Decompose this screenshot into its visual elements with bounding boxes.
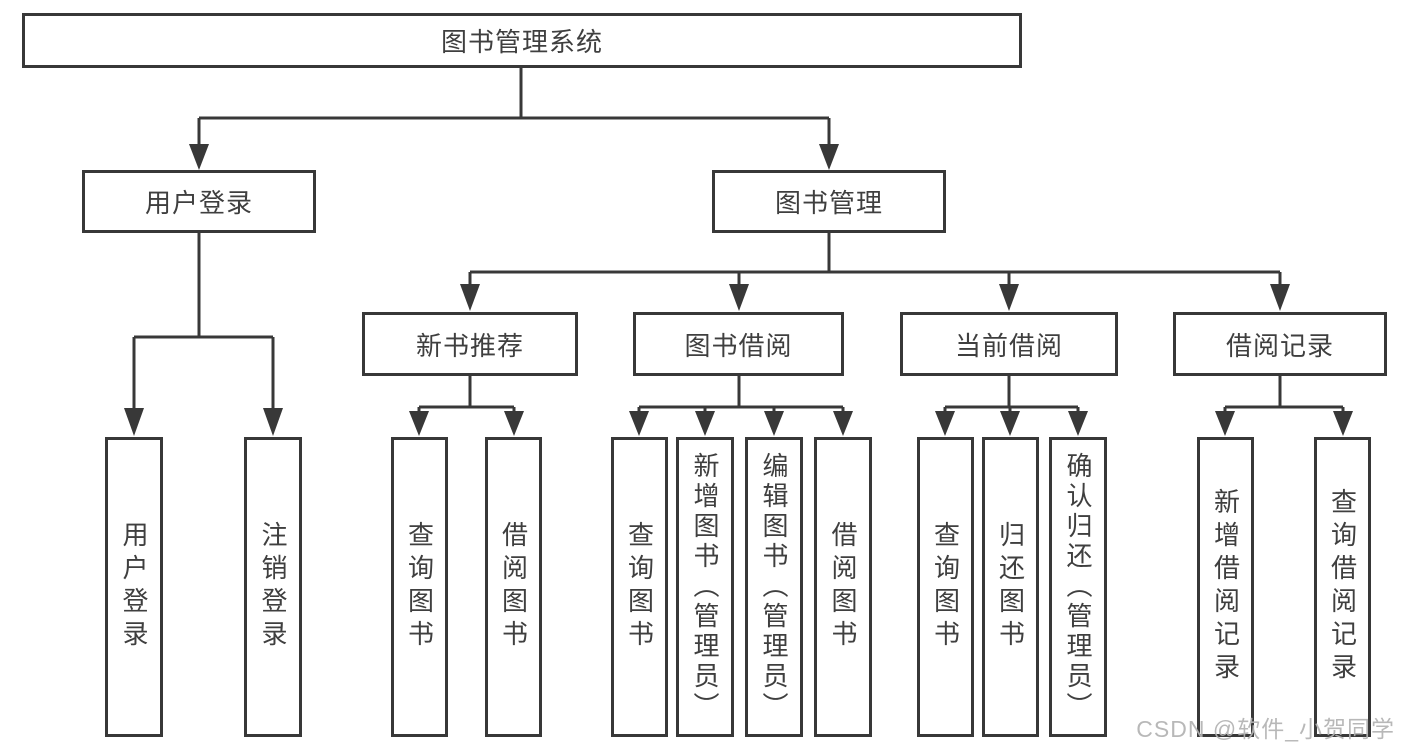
leaf-label: 查询图书	[930, 521, 961, 653]
node-current-borrow: 当前借阅	[900, 312, 1118, 376]
arrowhead-group	[124, 144, 1353, 436]
leaf-label: 借阅图书	[498, 521, 529, 653]
leaf-label: 查询借阅记录	[1327, 488, 1358, 686]
leaf-borrow-books-1: 借阅图书	[485, 437, 542, 737]
leaf-label: 借阅图书	[828, 521, 858, 653]
node-book-borrow: 图书借阅	[633, 312, 844, 376]
csdn-watermark: CSDN @软件_小贺同学	[1136, 716, 1395, 742]
leaf-label: 归还图书	[995, 521, 1026, 653]
leaf-query-books-3: 查询图书	[917, 437, 974, 737]
leaf-label: 用户登录	[119, 521, 149, 653]
leaf-label: 查询图书	[404, 521, 435, 653]
leaf-label: 新增图书（管理员）	[690, 452, 720, 722]
leaf-add-books-admin: 新增图书（管理员）	[676, 437, 734, 737]
leaf-label: 注销登录	[258, 521, 288, 653]
leaf-user-login: 用户登录	[105, 437, 163, 737]
leaf-add-borrow-record: 新增借阅记录	[1197, 437, 1254, 737]
leaf-query-books-2: 查询图书	[611, 437, 668, 737]
node-new-book-recommend: 新书推荐	[362, 312, 578, 376]
leaf-edit-books-admin: 编辑图书（管理员）	[745, 437, 803, 737]
leaf-label: 新增借阅记录	[1210, 488, 1241, 686]
node-book-management: 图书管理	[712, 170, 946, 233]
leaf-label: 查询图书	[624, 521, 655, 653]
leaf-label: 确认归还（管理员）	[1063, 452, 1093, 722]
leaf-return-books: 归还图书	[982, 437, 1039, 737]
node-root-system: 图书管理系统	[22, 13, 1022, 68]
leaf-borrow-books-2: 借阅图书	[814, 437, 872, 737]
leaf-query-borrow-record: 查询借阅记录	[1314, 437, 1371, 737]
leaf-label: 编辑图书（管理员）	[759, 452, 789, 722]
leaf-logout: 注销登录	[244, 437, 302, 737]
node-borrow-record: 借阅记录	[1173, 312, 1387, 376]
leaf-confirm-return-admin: 确认归还（管理员）	[1049, 437, 1107, 737]
node-user-login: 用户登录	[82, 170, 316, 233]
leaf-query-books-1: 查询图书	[391, 437, 448, 737]
